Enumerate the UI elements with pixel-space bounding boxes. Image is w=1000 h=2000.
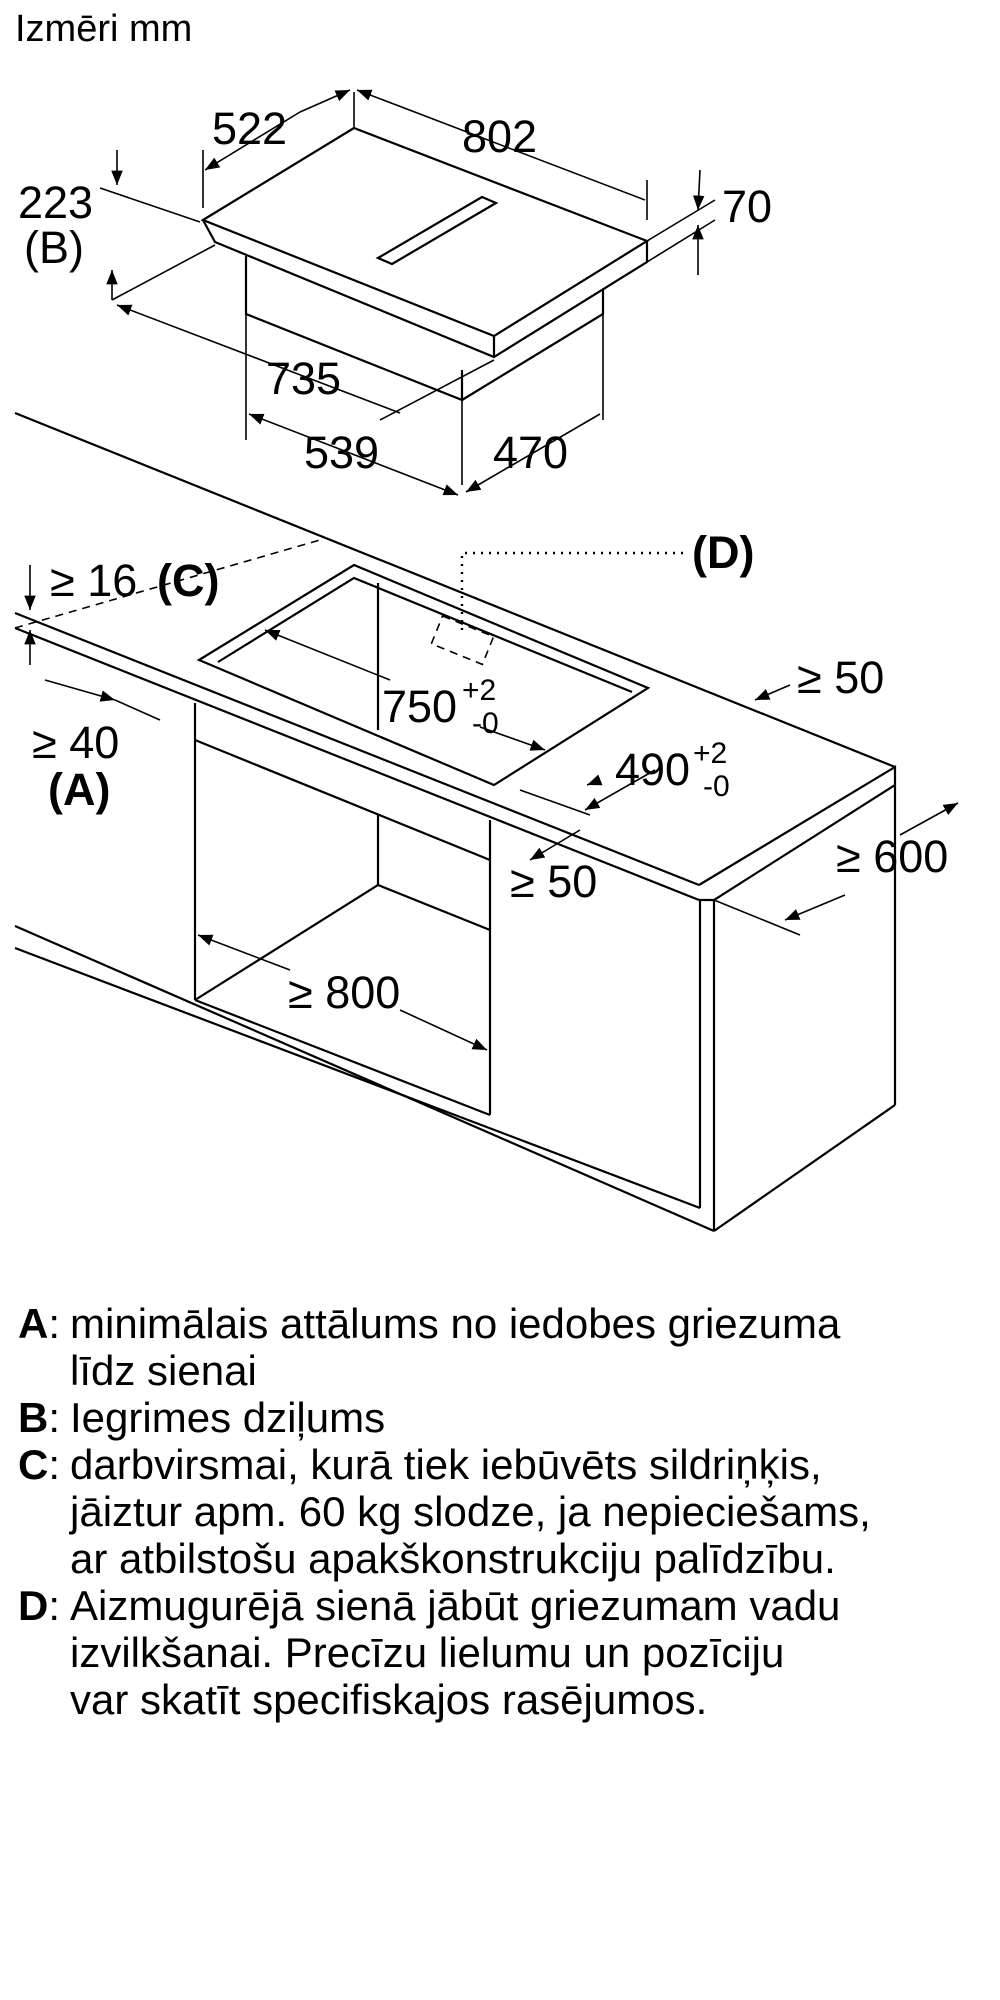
legend-item-c: C: darbvirsmai, kurā tiek iebūvēts sildr… — [18, 1441, 871, 1582]
dim-50-front: ≥ 50 — [510, 856, 597, 907]
tolerance-plus-750: +2 — [462, 674, 496, 707]
dim-470: 470 — [493, 427, 568, 478]
dim-750: 750 — [382, 681, 457, 732]
legend-text: līdz sienai — [70, 1347, 257, 1394]
hob-illustration: 522 802 223 (B) 70 735 539 470 — [18, 89, 772, 496]
dim-223: 223 — [18, 177, 93, 228]
legend-text: Iegrimes dziļums — [70, 1394, 386, 1441]
tolerance-minus-750: -0 — [472, 707, 499, 740]
legend-text: jāiztur apm. 60 kg slodze, ja nepiecieša… — [70, 1488, 871, 1535]
dim-522: 522 — [212, 103, 287, 154]
cabinet-illustration: ≥ 16 (C) (D) 750 +2 -0 ≥ 50 490 +2 -0 ≥ … — [14, 411, 959, 1233]
dim-70: 70 — [722, 181, 772, 232]
legend-text: izvilkšanai. Precīzu lielumu un pozīciju — [70, 1629, 785, 1676]
dim-490: 490 — [615, 744, 690, 795]
legend-key: C — [18, 1441, 49, 1488]
legend-item-d: D: Aizmugurējā sienā jābūt griezumam vad… — [18, 1582, 841, 1723]
page-title: Izmēri mm — [15, 8, 193, 50]
legend-key: B — [18, 1394, 49, 1441]
legend: A: minimālais attālums no iedobes griezu… — [18, 1300, 998, 1723]
label-b: (B) — [24, 222, 84, 273]
installation-drawing: 522 802 223 (B) 70 735 539 470 — [14, 89, 959, 1233]
dim-802: 802 — [462, 111, 537, 162]
legend-text: ar atbilstošu apakškonstrukciju palīdzīb… — [70, 1535, 836, 1582]
legend-text: darbvirsmai, kurā tiek iebūvēts sildriņķ… — [70, 1441, 822, 1488]
legend-key: A — [18, 1300, 49, 1347]
dim-16: ≥ 16 — [50, 555, 137, 606]
label-c: (C) — [157, 555, 219, 606]
dim-40: ≥ 40 — [32, 717, 119, 768]
legend-text: var skatīt specifiskajos rasējumos. — [70, 1676, 708, 1723]
legend-text: minimālais attālums no iedobes griezuma — [70, 1300, 841, 1347]
label-a: (A) — [48, 764, 110, 815]
dim-50-back: ≥ 50 — [797, 652, 884, 703]
label-d: (D) — [692, 527, 754, 578]
legend-key: D — [18, 1582, 49, 1629]
tolerance-plus-490: +2 — [693, 737, 727, 770]
dim-800: ≥ 800 — [288, 967, 400, 1018]
dim-600: ≥ 600 — [836, 831, 948, 882]
legend-item-b: B: Iegrimes dziļums — [18, 1394, 386, 1441]
dim-735: 735 — [266, 353, 341, 404]
tolerance-minus-490: -0 — [703, 770, 730, 803]
legend-item-a: A: minimālais attālums no iedobes griezu… — [18, 1300, 841, 1394]
legend-text: Aizmugurējā sienā jābūt griezumam vadu — [70, 1582, 841, 1629]
dim-539: 539 — [304, 427, 379, 478]
